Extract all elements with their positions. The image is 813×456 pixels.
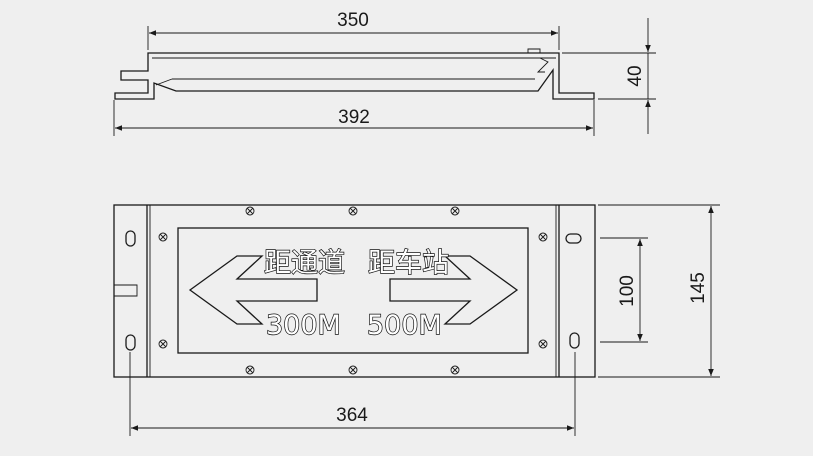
- dimension-145: 145: [598, 204, 720, 378]
- side-profile-outline: [114, 52, 595, 100]
- dimension-label-145: 145: [688, 272, 709, 304]
- sign-label-right: 距车站: [368, 248, 449, 279]
- sign-panel: [177, 227, 529, 354]
- dimension-label-392: 392: [338, 107, 370, 128]
- dimension-40: 40: [562, 18, 656, 134]
- dimension-364: 364: [129, 352, 576, 436]
- mounting-slot-bottom-right: [569, 332, 580, 349]
- screw-icon: [158, 206, 548, 375]
- left-arrow-icon: [188, 255, 318, 325]
- front-outer-frame: [113, 204, 596, 378]
- side-view: [114, 48, 595, 100]
- dimension-label-364: 364: [336, 405, 368, 426]
- dimension-label-350: 350: [337, 10, 369, 31]
- mounting-slot-bottom-left: [125, 334, 136, 351]
- front-view: 距通道 距车站 300M 500M: [113, 204, 596, 378]
- dimension-350: 350: [147, 10, 560, 50]
- sign-label-left: 距通道: [264, 248, 345, 279]
- mounting-slot-top-left: [125, 230, 136, 247]
- sign-distance-right: 500M: [367, 310, 442, 341]
- dimension-392: 392: [113, 100, 595, 136]
- dimension-label-100: 100: [617, 275, 638, 307]
- sign-distance-left: 300M: [266, 310, 341, 341]
- right-arrow-icon: [389, 255, 519, 325]
- dimension-100: 100: [600, 237, 648, 343]
- mounting-slot-top-right: [565, 233, 582, 244]
- dimension-label-40: 40: [625, 65, 646, 86]
